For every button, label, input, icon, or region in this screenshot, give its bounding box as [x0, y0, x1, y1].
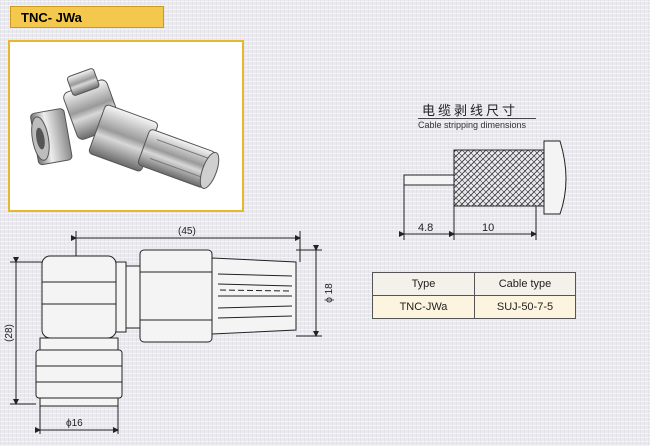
- stripping-label-chinese: 电缆剥线尺寸: [422, 104, 519, 119]
- table-header-row: Type Cable type: [372, 272, 576, 296]
- table-header-type: Type: [372, 272, 475, 296]
- table-cell-type: TNC-JWa: [372, 295, 475, 319]
- connector-drawing: [10, 231, 322, 434]
- strip-dim-a: 4.8: [418, 222, 433, 234]
- dim-height-label: (28): [4, 324, 15, 342]
- stripping-label-underline: [418, 118, 536, 119]
- table-header-cable-type: Cable type: [474, 272, 576, 296]
- dim-nut-diameter-label: ϕ16: [66, 418, 83, 429]
- product-photo: [8, 40, 244, 212]
- product-title: TNC- JWa: [10, 6, 164, 28]
- product-title-text: TNC- JWa: [21, 9, 82, 25]
- table-row: TNC-JWa SUJ-50-7-5: [372, 295, 576, 319]
- dim-body-diameter-label: ϕ 18: [324, 283, 335, 303]
- dim-length-label: (45): [178, 226, 196, 237]
- strip-dim-b: 10: [482, 222, 494, 234]
- stripping-label-english: Cable stripping dimensions: [418, 120, 527, 130]
- table-cell-cable-type: SUJ-50-7-5: [474, 295, 576, 319]
- connector-photo-illustration: [30, 68, 220, 189]
- spec-table: Type Cable type TNC-JWa SUJ-50-7-5: [372, 272, 576, 319]
- stripping-diagram: [399, 140, 567, 240]
